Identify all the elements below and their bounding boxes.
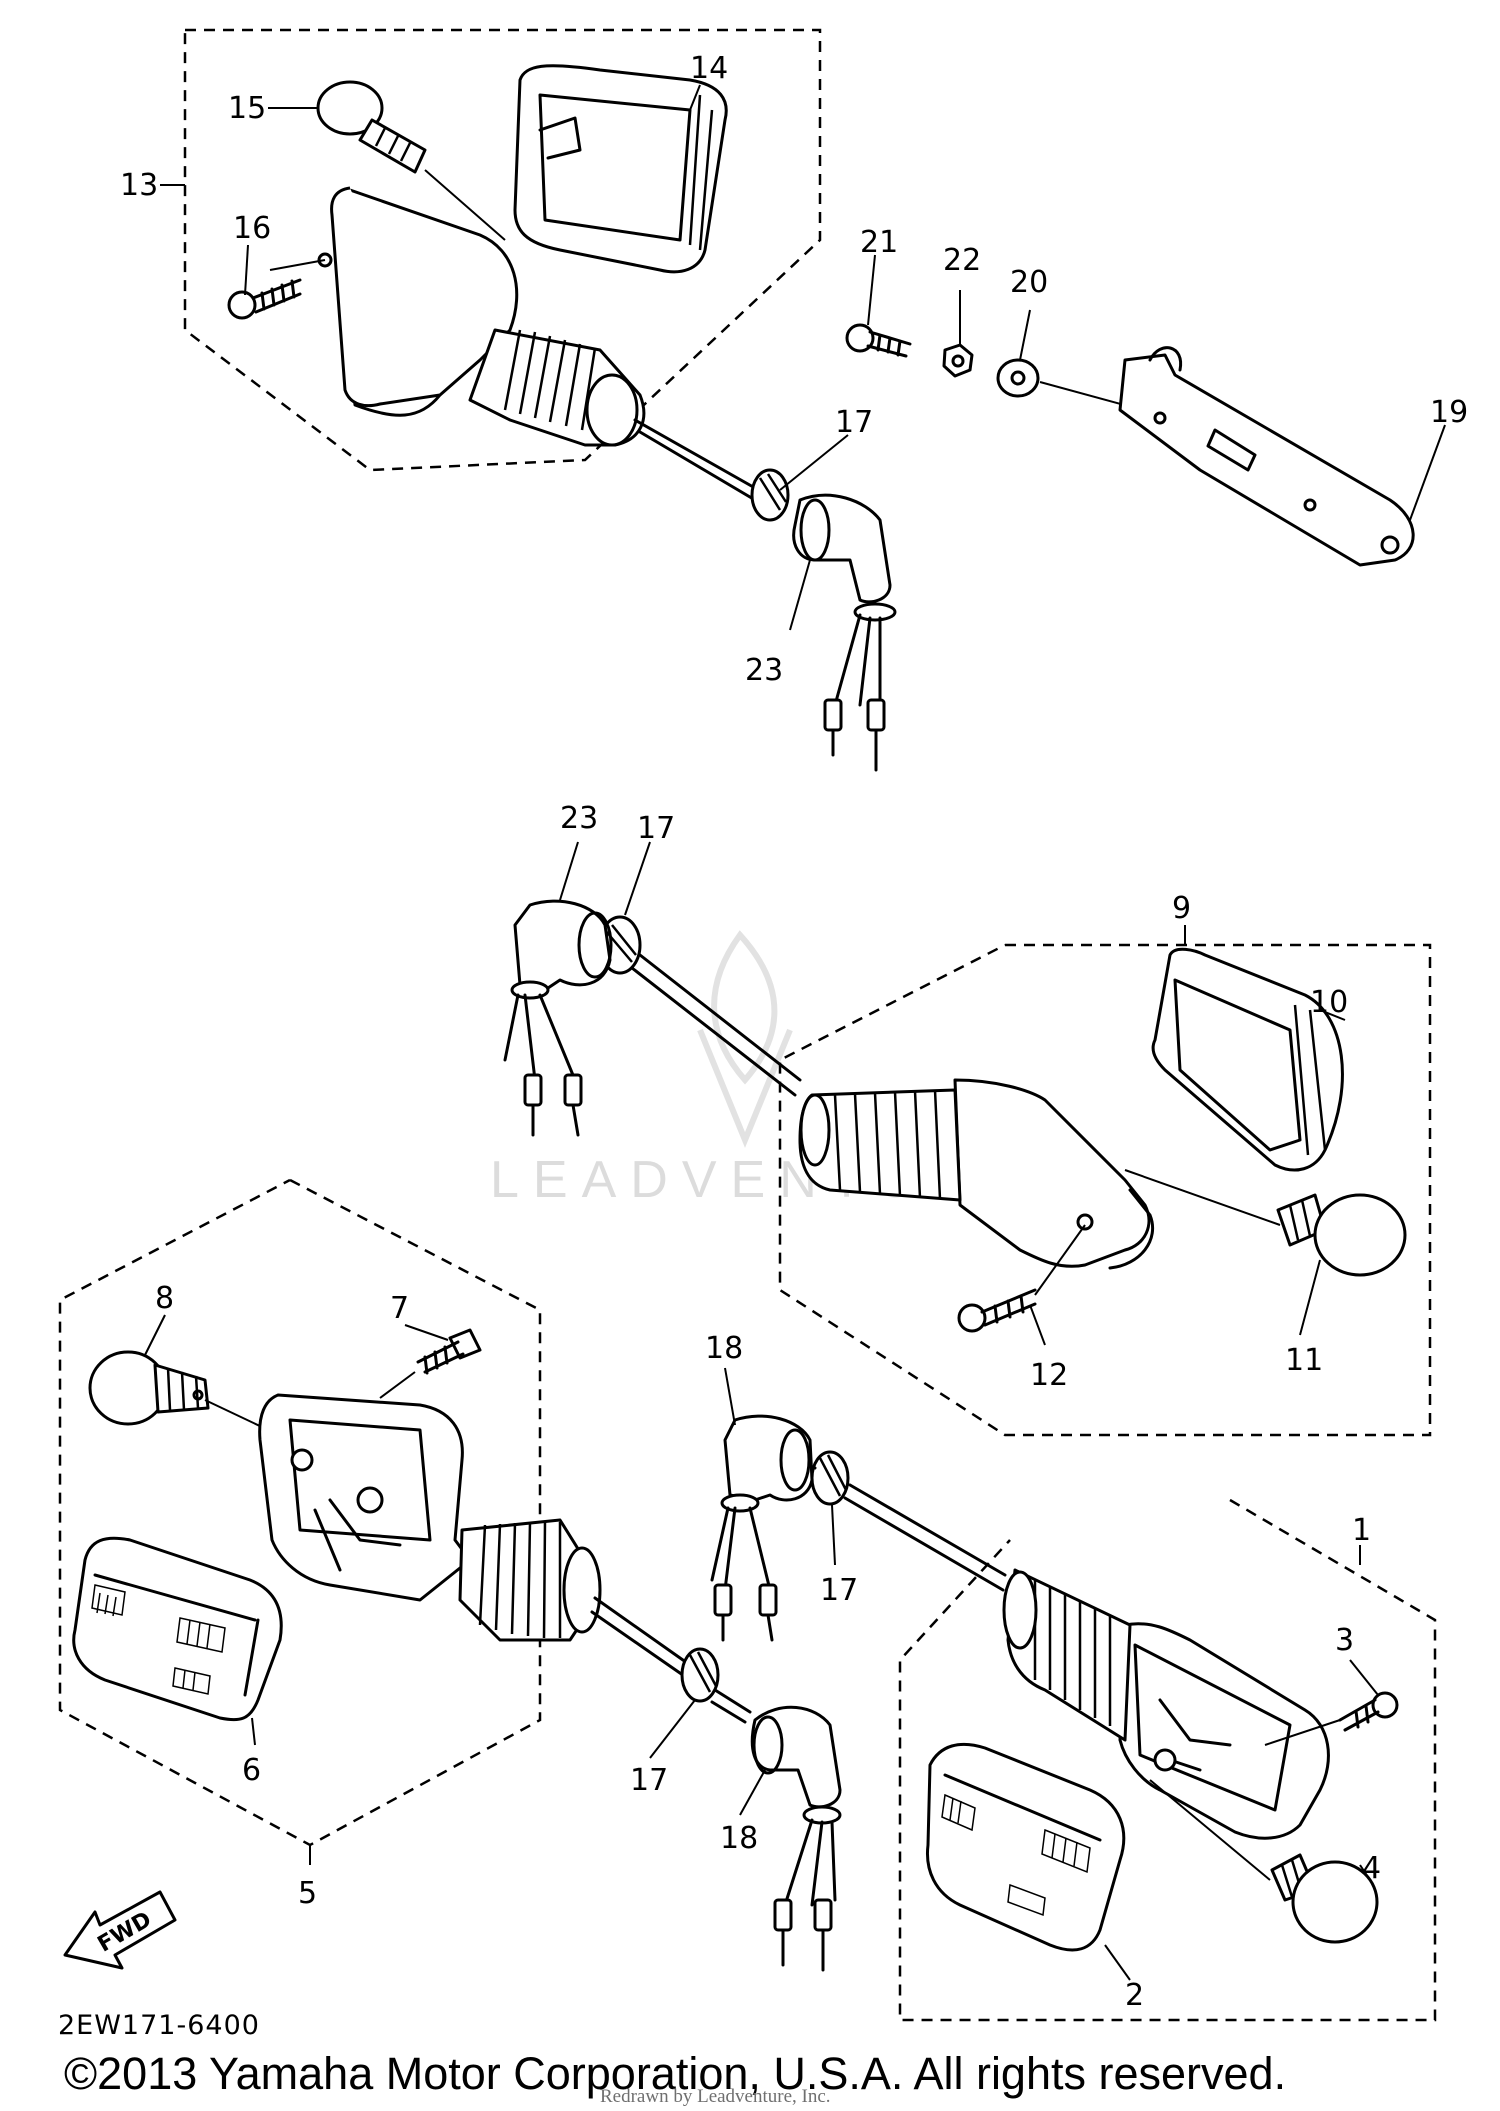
turn-signal-housing-9 — [798, 1078, 1155, 1270]
redraw-credit: Redrawn by Leadventure, Inc. — [600, 2086, 831, 2107]
screw-12-guide-line — [1034, 1224, 1086, 1296]
nut-22 — [942, 343, 974, 378]
screw-16-guide-line — [269, 259, 326, 271]
watermark-logo — [697, 930, 793, 1148]
wire-harness-bottom-left — [590, 1596, 752, 1724]
bulb-8 — [88, 1350, 210, 1426]
socket-cover-18-bottom-left — [750, 1705, 842, 1972]
callout-2: 2 — [1125, 1978, 1144, 2013]
callout-20: 20 — [1010, 265, 1048, 300]
lens-6-grille — [91, 1584, 226, 1695]
bulb-4-guide-line — [1149, 1779, 1271, 1881]
screw-12 — [957, 1288, 1037, 1333]
callout-leaders — [144, 84, 1446, 1981]
callout-5: 5 — [298, 1876, 317, 1911]
screw-7 — [416, 1328, 482, 1375]
callout-17-top: 17 — [835, 405, 873, 440]
wire-harness-middle — [598, 915, 802, 1097]
lens-14 — [513, 64, 728, 274]
callout-6: 6 — [242, 1753, 261, 1788]
bulb-4 — [1270, 1853, 1379, 1944]
turn-signal-housing-13 — [317, 186, 646, 447]
callout-21: 21 — [860, 225, 898, 260]
bolt-21 — [845, 323, 912, 358]
callout-12: 12 — [1030, 1358, 1068, 1393]
socket-cover-18-bottom-right — [710, 1414, 814, 1642]
screw-3-guide-line — [1264, 1719, 1341, 1746]
callout-1: 1 — [1352, 1513, 1371, 1548]
group-1-boundary — [898, 1498, 1437, 2022]
copyright-notice: ©2013 Yamaha Motor Corporation, U.S.A. A… — [64, 2048, 1287, 2099]
callout-17-bottom-right: 17 — [820, 1573, 858, 1608]
turn-signal-housing-5 — [258, 1393, 602, 1642]
forward-direction-arrow: FWD — [63, 1890, 177, 1970]
lens-10 — [1151, 947, 1344, 1172]
washer-20 — [996, 358, 1040, 398]
lens-2-grille — [941, 1793, 1091, 1917]
drawing-code: 2EW171-6400 — [58, 2010, 260, 2041]
wire-harness-top — [633, 418, 790, 522]
group-9-boundary — [778, 943, 1432, 1437]
callout-10: 10 — [1310, 985, 1348, 1020]
turn-signal-housing-1 — [1002, 1568, 1330, 1840]
screw-7-guide-line — [379, 1371, 416, 1399]
callout-19: 19 — [1430, 395, 1468, 430]
wire-harness-bottom-right — [806, 1450, 1007, 1592]
callout-17-middle: 17 — [637, 811, 675, 846]
lens-6 — [72, 1536, 283, 1722]
callout-13: 13 — [120, 168, 158, 203]
callout-23-middle: 23 — [560, 801, 598, 836]
callout-numbers: 13 15 14 16 17 23 21 22 20 19 23 17 9 10… — [120, 51, 1468, 2013]
bulb-15-guide-line — [424, 169, 506, 241]
callout-17-bottom-left: 17 — [630, 1763, 668, 1798]
bulb-15 — [316, 80, 427, 174]
callout-23-top: 23 — [745, 653, 783, 688]
callout-4: 4 — [1362, 1851, 1381, 1886]
callout-15: 15 — [228, 91, 266, 126]
callout-3: 3 — [1335, 1623, 1354, 1658]
callout-8: 8 — [155, 1281, 174, 1316]
bulb-11-guide-line — [1124, 1169, 1281, 1226]
callout-7: 7 — [390, 1291, 409, 1326]
callout-22: 22 — [943, 243, 981, 278]
callout-9: 9 — [1172, 891, 1191, 926]
socket-cover-23-middle — [503, 899, 613, 1137]
callout-18-bottom-right: 18 — [705, 1331, 743, 1366]
socket-cover-23-top — [792, 493, 897, 772]
bulb-11 — [1276, 1193, 1407, 1277]
callout-11: 11 — [1285, 1343, 1323, 1378]
callout-14: 14 — [690, 51, 728, 86]
screw-3 — [1338, 1691, 1399, 1732]
lens-2 — [925, 1742, 1126, 1952]
callout-16: 16 — [233, 211, 271, 246]
callout-18-bottom-left: 18 — [720, 1821, 758, 1856]
bracket-19 — [1118, 346, 1415, 567]
group-13-boundary — [183, 28, 822, 472]
screw-16 — [227, 278, 302, 320]
